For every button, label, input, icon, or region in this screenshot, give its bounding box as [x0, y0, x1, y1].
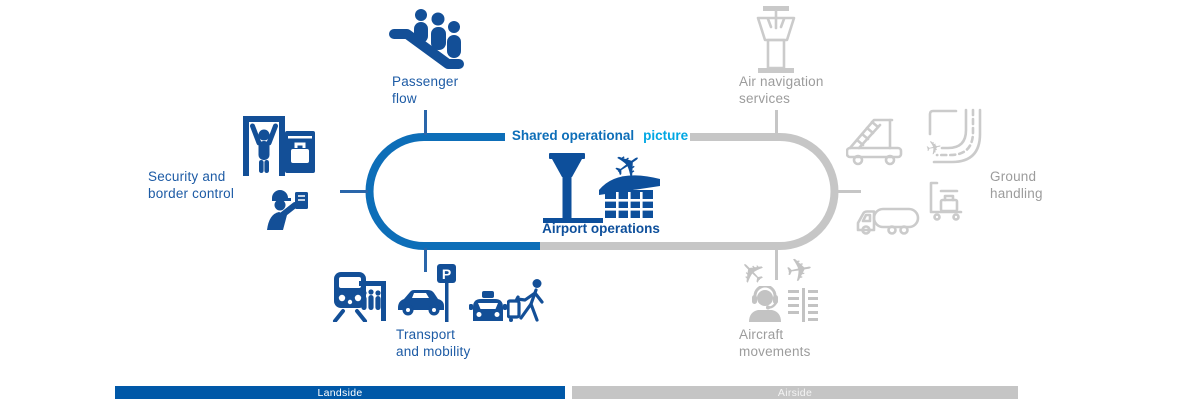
car-parking-icon: P [398, 264, 456, 322]
transport-mobility-label: Transport and mobility [396, 327, 471, 359]
connector-passenger-flow [424, 110, 427, 135]
escalator-passengers-icon [389, 9, 464, 69]
connector-security [340, 190, 368, 193]
ring-label-part1: Shared operational [511, 128, 635, 143]
plane-takeoff-icon: ✈ [782, 248, 816, 292]
ring-airside-half [540, 133, 839, 250]
shared-operational-picture-label: Shared operational picture [495, 128, 705, 144]
fuel-truck-icon [856, 207, 920, 235]
airside-bar: Airside [572, 386, 1018, 399]
platform-shelter-icon [359, 281, 386, 321]
taxi-icon [469, 291, 507, 321]
airport-operations-label: Airport operations [542, 221, 660, 236]
train-icon [333, 272, 367, 322]
tower-cab [552, 159, 582, 177]
taxiway-icon: ✈ [926, 108, 982, 164]
taxiing-plane-icon: ✈ [926, 136, 944, 161]
baggage-scanner-icon [285, 131, 315, 173]
air-traffic-controller-icon [749, 286, 781, 322]
shared-picture-ring [365, 133, 839, 250]
body-scanner-icon [243, 116, 285, 176]
ring-landside-half [365, 133, 540, 250]
landside-bar: Landside [115, 386, 565, 399]
tower-column [562, 177, 572, 218]
connector-ground-handling [835, 190, 861, 193]
aircraft-movements-label: Aircraft movements [739, 327, 811, 359]
connector-aircraft-movements [775, 248, 778, 280]
tower-base [543, 218, 603, 223]
flight-schedule-icon [788, 288, 818, 322]
airport-operations-icon: ✈ [543, 150, 660, 223]
connector-air-navigation [775, 110, 778, 135]
tower-roof [549, 153, 585, 159]
connector-transport [424, 248, 427, 272]
air-navigation-services-label: Air navigation services [739, 74, 824, 106]
traveler-luggage-icon [507, 279, 544, 322]
parking-letter: P [442, 266, 451, 282]
ring-label-part2: picture [643, 128, 689, 143]
boarding-stairs-truck-icon [846, 118, 903, 166]
control-tower-icon [756, 6, 796, 73]
ground-handling-label: Ground handling [990, 169, 1043, 201]
baggage-cart-icon [929, 181, 963, 221]
passenger-flow-label: Passenger flow [392, 74, 459, 106]
security-border-control-label: Security and border control [148, 169, 235, 201]
passport-control-officer-icon [267, 190, 308, 230]
